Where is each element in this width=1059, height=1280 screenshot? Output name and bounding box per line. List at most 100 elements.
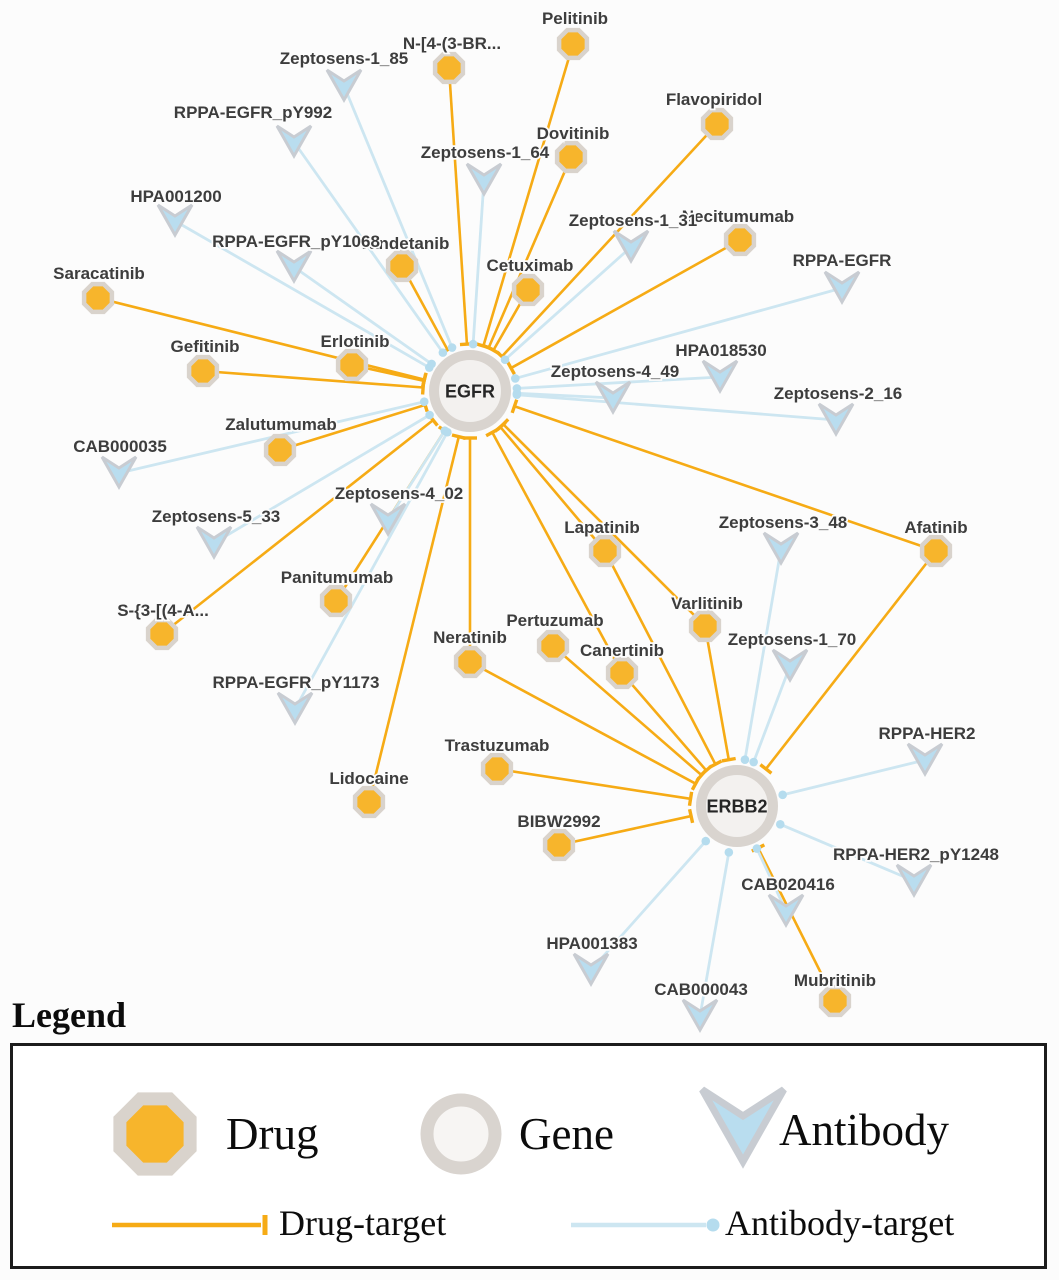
antibody-node-zeptosens-4-49[interactable]	[594, 380, 632, 416]
antibody-edge-dot	[512, 390, 522, 400]
antibody-edge-dot	[427, 359, 436, 369]
antibody-target-edge	[504, 245, 632, 361]
antibody-label-hpa018530: HPA018530	[675, 341, 766, 360]
drug-node-afatinib[interactable]	[919, 534, 953, 568]
drug-label-dovitinib: Dovitinib	[537, 124, 610, 143]
drug-node-s-3-4-a[interactable]	[145, 617, 179, 651]
gene-legend-icon	[420, 1093, 502, 1175]
drug-edge-tee	[687, 791, 694, 807]
drug-target-edge	[756, 847, 837, 1002]
drug-node-bibw2992[interactable]	[542, 828, 576, 862]
drug-node-zalutumumab[interactable]	[263, 433, 297, 467]
antibody-edge-dot	[701, 836, 711, 846]
drug-node-erlotinib[interactable]	[335, 348, 369, 382]
antibody-node-rppa-egfr-py1173[interactable]	[276, 691, 314, 727]
antibody-edge-dot	[740, 755, 750, 764]
antibody-label-zeptosens-3-48: Zeptosens-3_48	[719, 513, 848, 532]
gene-legend-shape	[420, 1093, 502, 1175]
antibody-node-rppa-egfr-py1068[interactable]	[275, 249, 313, 285]
antibody-label-hpa001383: HPA001383	[546, 934, 637, 953]
drug-node-n-4-3-br[interactable]	[432, 51, 466, 85]
antibody-edge-dot	[468, 339, 478, 349]
drug-edge-tee	[486, 345, 501, 356]
drug-node-vandetanib[interactable]	[385, 249, 419, 283]
drug-node-dovitinib[interactable]	[554, 140, 588, 174]
antibody-node-zeptosens-3-48[interactable]	[762, 531, 800, 567]
drug-label-erlotinib: Erlotinib	[321, 332, 390, 351]
antibody-node-cab000043[interactable]	[681, 998, 719, 1034]
drug-node-neratinib[interactable]	[453, 645, 487, 679]
antibody-node-hpa001383[interactable]	[572, 952, 610, 988]
drug-node-gefitinib[interactable]	[186, 354, 220, 388]
antibody-node-hpa018530[interactable]	[701, 359, 739, 395]
antibody-label-cab020416: CAB020416	[741, 875, 835, 894]
legend-title: Legend	[12, 995, 127, 1035]
antibody-edge-dot	[775, 820, 785, 829]
drug-target-edge	[469, 660, 697, 785]
gene-node-erbb2[interactable]	[696, 765, 778, 847]
drug-node-trastuzumab[interactable]	[480, 752, 514, 786]
drug-node-saracatinib[interactable]	[81, 281, 115, 315]
antibody-target-edge	[293, 265, 433, 366]
antibody-node-zeptosens-1-64[interactable]	[465, 162, 503, 198]
drug-label-vandetanib: Vandetanib	[359, 234, 450, 253]
antibody-target-edge	[174, 219, 430, 369]
drug-label-s-3-4-a: S-{3-[(4-A...	[117, 601, 209, 620]
antibody-label-zeptosens-1-85: Zeptosens-1_85	[280, 49, 409, 68]
antibody-node-rppa-her2-py1248[interactable]	[895, 863, 933, 899]
drug-node-lidocaine[interactable]	[352, 785, 386, 819]
drug-target-edge	[502, 423, 706, 627]
drug-target-edge	[499, 426, 606, 552]
antibody-edge-dot	[438, 348, 448, 357]
antibody-label-rppa-egfr-py1068: RPPA-EGFR_pY1068	[212, 232, 380, 251]
antibody-node-cab000035[interactable]	[100, 455, 138, 491]
network-canvas[interactable]: EGFRERBB2PelitinibN-[4-(3-BR...Flavopiri…	[0, 0, 1059, 1035]
drug-node-panitumumab[interactable]	[319, 584, 353, 618]
drug-node-flavopiridol[interactable]	[700, 107, 734, 141]
drug-label-saracatinib: Saracatinib	[53, 264, 145, 283]
antibody-node-rppa-egfr[interactable]	[823, 270, 861, 306]
drug-node-cetuximab[interactable]	[511, 273, 545, 307]
gene-label-erbb2: ERBB2	[706, 796, 767, 816]
legend-label-drug-target: Drug-target	[279, 1203, 447, 1243]
antibody-node-zeptosens-1-31[interactable]	[612, 229, 650, 265]
drug-node-pelitinib[interactable]	[556, 27, 590, 61]
antibody-node-rppa-egfr-py992[interactable]	[275, 124, 313, 160]
drug-edge-tee	[506, 361, 516, 375]
antibody-target-edge	[516, 391, 614, 400]
drug-target-edge	[202, 369, 424, 389]
drug-label-flavopiridol: Flavopiridol	[666, 90, 762, 109]
drug-edge-tee	[695, 768, 708, 782]
antibody-node-zeptosens-1-85[interactable]	[325, 68, 363, 104]
drug-label-canertinib: Canertinib	[580, 641, 664, 660]
antibody-legend-icon	[699, 1086, 787, 1169]
edges-layer	[97, 43, 938, 1017]
drug-node-mubritinib[interactable]	[818, 984, 852, 1018]
antibody-node-zeptosens-5-33[interactable]	[195, 525, 233, 561]
antibody-node-cab020416[interactable]	[767, 893, 805, 929]
drug-label-pelitinib: Pelitinib	[542, 9, 608, 28]
antibody-target-edge	[342, 85, 454, 349]
antibody-target-edge	[782, 758, 926, 797]
drug-label-panitumumab: Panitumumab	[281, 568, 393, 587]
antibody-node-rppa-her2[interactable]	[906, 742, 944, 778]
drug-node-necitumumab[interactable]	[723, 223, 757, 257]
antibody-node-zeptosens-2-16[interactable]	[817, 402, 855, 438]
drug-target-edge	[558, 814, 692, 847]
antibody-node-zeptosens-1-70[interactable]	[771, 648, 809, 684]
drug-edge-tee	[759, 763, 773, 775]
antibody-target-dot-sample	[706, 1218, 720, 1232]
drug-node-canertinib[interactable]	[605, 656, 639, 690]
antibody-label-cab000035: CAB000035	[73, 437, 167, 456]
gene-node-egfr[interactable]	[429, 350, 511, 432]
antibody-label-zeptosens-1-70: Zeptosens-1_70	[728, 630, 857, 649]
drug-node-lapatinib[interactable]	[588, 534, 622, 568]
antibody-label-rppa-egfr-py1173: RPPA-EGFR_pY1173	[213, 673, 380, 692]
antibody-node-hpa001200[interactable]	[156, 203, 194, 239]
drug-node-pertuzumab[interactable]	[536, 629, 570, 663]
drug-target-edge	[367, 436, 461, 803]
antibody-node-zeptosens-4-02[interactable]	[369, 502, 407, 538]
drug-node-varlitinib[interactable]	[688, 609, 722, 643]
drug-target-edge	[552, 645, 703, 777]
antibody-edge-dot	[724, 847, 734, 857]
